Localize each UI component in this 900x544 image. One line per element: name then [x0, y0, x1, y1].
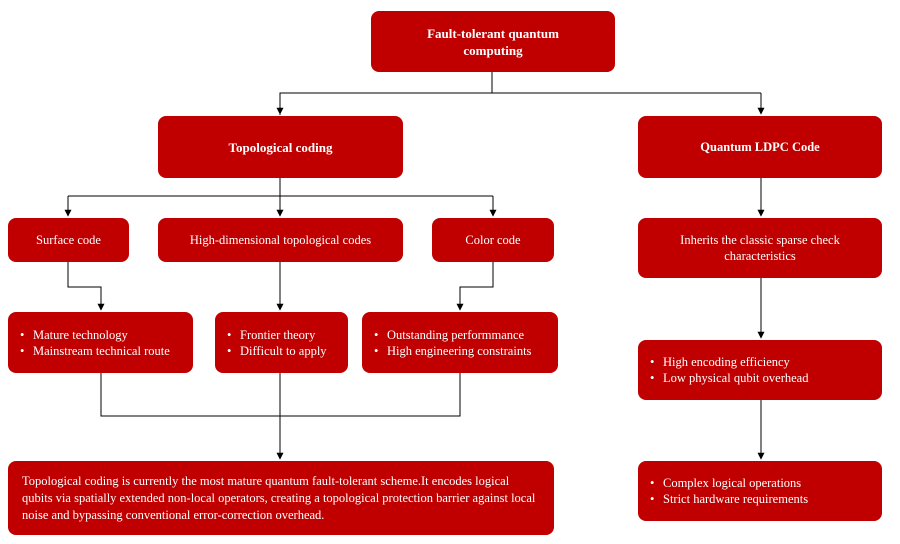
list-item: Strict hardware requirements: [650, 491, 808, 507]
list-item: Mature technology: [20, 327, 170, 343]
arrow-surface-to-bullets: [67, 262, 105, 311]
list-item: Difficult to apply: [227, 343, 327, 359]
ldpc-pros-box: High encoding efficiency Low physical qu…: [638, 340, 882, 400]
high-dim-bullets-box: Frontier theory Difficult to apply: [215, 312, 348, 373]
high-dim-bullet-list: Frontier theory Difficult to apply: [215, 327, 327, 359]
list-item: Mainstream technical route: [20, 343, 170, 359]
list-item: Frontier theory: [227, 327, 327, 343]
ldpc-cons-box: Complex logical operations Strict hardwa…: [638, 461, 882, 521]
surface-bullet-list: Mature technology Mainstream technical r…: [8, 327, 170, 359]
inherits-text: Inherits the classic sparse check charac…: [680, 233, 840, 263]
surface-bullets-box: Mature technology Mainstream technical r…: [8, 312, 193, 373]
root-node: Fault-tolerant quantum computing: [371, 11, 615, 72]
ldpc-title: Quantum LDPC Code: [700, 140, 820, 154]
arrow-color-to-bullets: [456, 262, 494, 311]
inherits-node: Inherits the classic sparse check charac…: [638, 218, 882, 278]
connector-root-branches: [279, 92, 761, 115]
list-item: Low physical qubit overhead: [650, 370, 808, 386]
surface-code-node: Surface code: [8, 218, 129, 262]
high-dim-code-title: High-dimensional topological codes: [189, 233, 372, 247]
color-code-title: Color code: [465, 233, 521, 247]
ldpc-node: Quantum LDPC Code: [638, 116, 882, 178]
topological-node: Topological coding: [158, 116, 403, 178]
color-bullets-box: Outstanding performmance High engineerin…: [362, 312, 558, 373]
high-dim-code-node: High-dimensional topological codes: [158, 218, 403, 262]
surface-code-title: Surface code: [36, 233, 101, 247]
color-code-node: Color code: [432, 218, 554, 262]
list-item: High engineering constraints: [374, 343, 531, 359]
list-item: High encoding efficiency: [650, 354, 808, 370]
topological-summary-box: Topological coding is currently the most…: [8, 461, 554, 535]
topological-summary-text: Topological coding is currently the most…: [22, 473, 536, 522]
ldpc-cons-list: Complex logical operations Strict hardwa…: [638, 475, 808, 507]
color-bullet-list: Outstanding performmance High engineerin…: [362, 327, 531, 359]
list-item: Complex logical operations: [650, 475, 808, 491]
root-title: Fault-tolerant quantum computing: [427, 25, 559, 58]
topological-title: Topological coding: [228, 139, 333, 155]
list-item: Outstanding performmance: [374, 327, 531, 343]
ldpc-pros-list: High encoding efficiency Low physical qu…: [638, 354, 808, 386]
